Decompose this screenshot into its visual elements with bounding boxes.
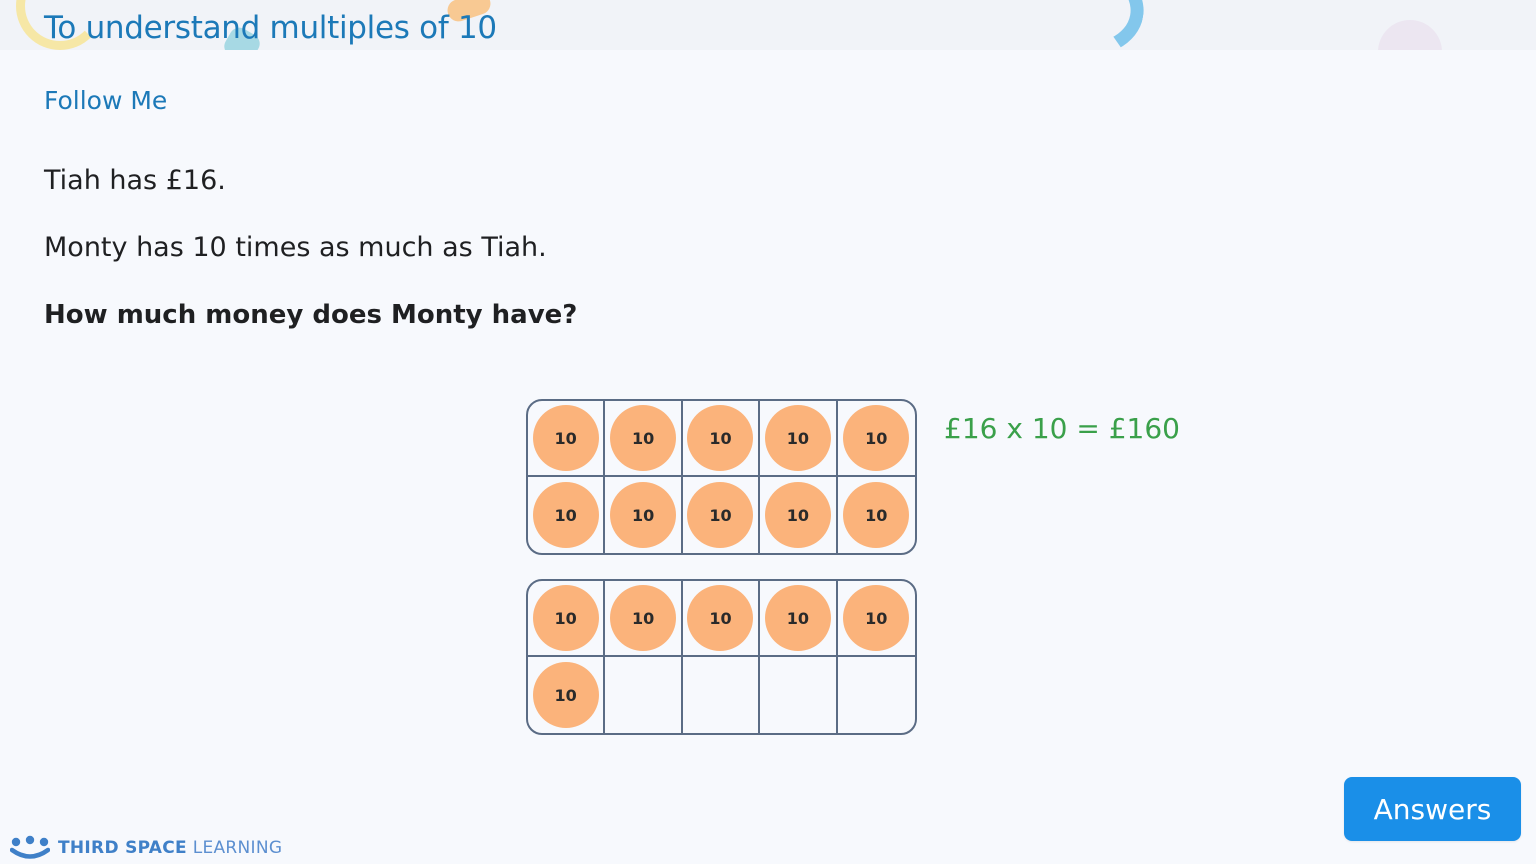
ten-frame-cell: 10: [605, 581, 683, 657]
question-line-2: Monty has 10 times as much as Tiah.: [44, 232, 547, 263]
counter-10: 10: [764, 585, 831, 651]
counter-10: 10: [532, 662, 599, 728]
counter-10: 10: [610, 482, 677, 548]
decorative-yellow-arc: [16, 0, 104, 50]
counter-10: 10: [687, 585, 754, 651]
brand-logo: THIRD SPACE LEARNING: [10, 834, 282, 862]
answers-button[interactable]: Answers: [1344, 777, 1521, 841]
ten-frame-cell: [760, 657, 838, 733]
ten-frame-cell: 10: [683, 477, 761, 553]
counter-10: 10: [843, 405, 910, 471]
counter-10: 10: [764, 482, 831, 548]
counter-10: 10: [687, 405, 754, 471]
counter-10: 10: [532, 585, 599, 651]
counter-10: 10: [843, 482, 910, 548]
counter-10: 10: [610, 585, 677, 651]
ten-frame-cell: 10: [528, 657, 606, 733]
counter-10: 10: [764, 405, 831, 471]
ten-frame-cell: 10: [605, 477, 683, 553]
brand-name-light: LEARNING: [192, 838, 283, 858]
counter-10: 10: [843, 585, 910, 651]
ten-frame-cell: 10: [760, 581, 838, 657]
ten-frame-cell: [683, 657, 761, 733]
ten-frame-cell: 10: [682, 581, 761, 657]
ten-frame-cell: 10: [682, 401, 761, 477]
counter-10: 10: [687, 482, 754, 548]
decorative-blue-arc: [1006, 0, 1152, 50]
decorative-pink-circle: [1378, 20, 1442, 50]
ten-frame-cell: 10: [528, 477, 606, 553]
ten-frame-cell: 10: [837, 401, 915, 477]
header-bar: [0, 0, 1536, 50]
third-space-learning-logo-icon: [10, 835, 50, 859]
brand-name-bold: THIRD SPACE: [58, 838, 187, 858]
ten-frame-cell: 10: [760, 477, 838, 553]
ten-frame-cell: 10: [605, 401, 683, 477]
page-title: To understand multiples of 10: [44, 10, 497, 46]
ten-frame-cell: 10: [528, 401, 606, 477]
ten-frame-cell: 10: [760, 401, 838, 477]
question-prompt: How much money does Monty have?: [44, 300, 578, 330]
ten-frame-cell: 10: [837, 581, 915, 657]
counter-10: 10: [532, 482, 599, 548]
section-label: Follow Me: [44, 86, 168, 115]
question-line-1: Tiah has £16.: [44, 165, 226, 196]
equation-text: £16 x 10 = £160: [944, 412, 1180, 445]
ten-frame-cell: [605, 657, 683, 733]
ten-frame-cell: [838, 657, 915, 733]
ten-frame-cell: 10: [838, 477, 915, 553]
ten-frame-cell: 10: [528, 581, 606, 657]
counter-10: 10: [532, 405, 599, 471]
counter-10: 10: [610, 405, 677, 471]
